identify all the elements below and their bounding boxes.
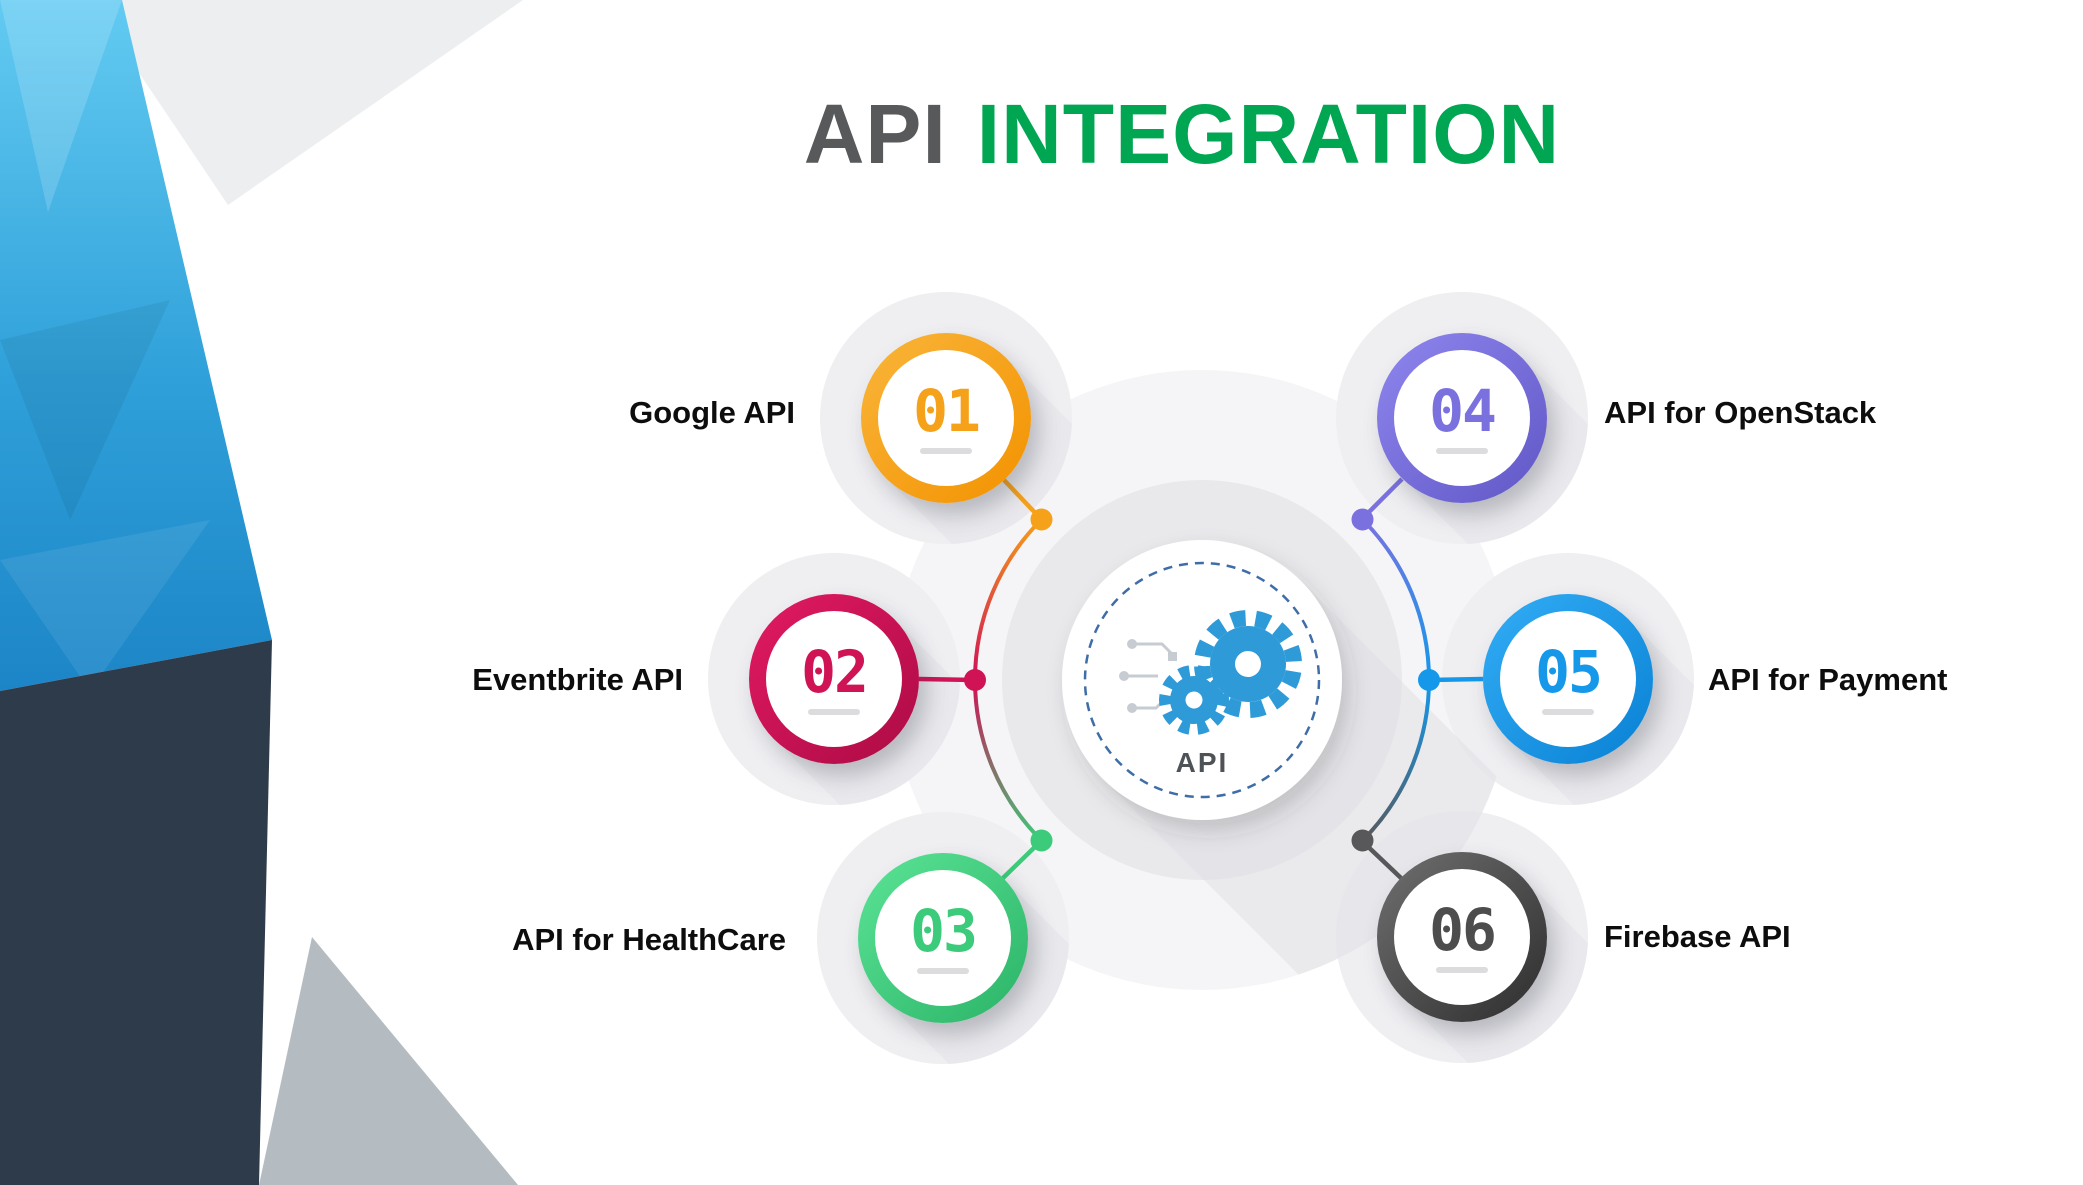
node-06-number: 06 <box>1429 896 1497 964</box>
connector-dots <box>964 508 1440 852</box>
node-02-face: 02 <box>766 611 902 747</box>
node-02-underline <box>808 709 860 715</box>
dot-04 <box>1351 508 1374 531</box>
label-google-api: Google API <box>629 395 795 430</box>
node-06-underline <box>1436 967 1488 973</box>
node-05: 05 <box>1483 594 1653 764</box>
label-api-openstack: API for OpenStack <box>1604 395 1877 430</box>
top-gray-triangle <box>90 0 523 205</box>
node-03-face: 03 <box>875 870 1011 1006</box>
blue-facet-3 <box>0 520 210 691</box>
gears-icon <box>1159 610 1302 735</box>
node-01-underline <box>920 448 972 454</box>
node-04: 04 <box>1377 333 1547 503</box>
node-06: 06 <box>1377 852 1547 1022</box>
node-02: 02 <box>749 594 919 764</box>
node-05-number: 05 <box>1535 638 1603 706</box>
left-decoration <box>0 0 523 1185</box>
dot-02 <box>964 669 986 691</box>
label-api-healthcare: API for HealthCare <box>512 922 786 957</box>
node-03-underline <box>917 968 969 974</box>
hub-core: API <box>1062 540 1342 820</box>
node-04-face: 04 <box>1394 350 1530 486</box>
node-06-face: 06 <box>1394 869 1530 1005</box>
connector-arcs <box>973 518 1431 842</box>
label-api-payment: API for Payment <box>1708 662 1948 697</box>
circuit-icon <box>1119 639 1177 713</box>
node-05-face: 05 <box>1500 611 1636 747</box>
hub-dashed-ring <box>1083 561 1321 799</box>
navy-polygon <box>0 640 272 1185</box>
hub-api-label: API <box>1176 747 1229 778</box>
node-03-number: 03 <box>910 897 978 965</box>
node-04-number: 04 <box>1429 377 1497 445</box>
label-eventbrite-api: Eventbrite API <box>472 662 683 697</box>
blue-facet-2 <box>0 300 170 520</box>
arc-05-06 <box>1361 679 1431 842</box>
arc-02-03 <box>973 679 1043 842</box>
label-firebase-api: Firebase API <box>1604 919 1791 954</box>
title-word-integration: INTEGRATION <box>976 87 1561 181</box>
node-01-face: 01 <box>878 350 1014 486</box>
dot-03 <box>1030 829 1053 852</box>
node-01-number: 01 <box>913 377 981 445</box>
title-word-api: API <box>803 87 947 181</box>
arc-01-02 <box>973 518 1043 681</box>
blue-facet-1 <box>0 0 122 212</box>
node-03: 03 <box>858 853 1028 1023</box>
node-02-number: 02 <box>801 638 869 706</box>
bottom-gray-triangle <box>259 937 518 1185</box>
dot-06 <box>1351 829 1374 852</box>
page-title: API INTEGRATION <box>732 86 1632 183</box>
dot-01 <box>1030 508 1053 531</box>
arc-04-05 <box>1361 518 1431 681</box>
node-01: 01 <box>861 333 1031 503</box>
dot-05 <box>1418 669 1440 691</box>
blue-wedge <box>0 0 272 691</box>
node-05-underline <box>1542 709 1594 715</box>
node-04-underline <box>1436 448 1488 454</box>
